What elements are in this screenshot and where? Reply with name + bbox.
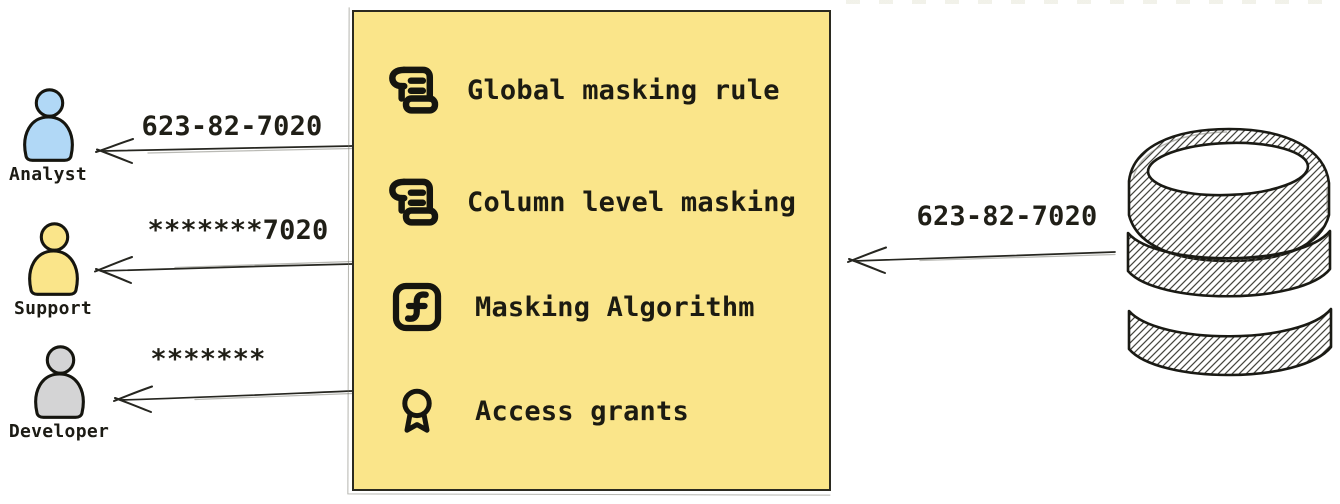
arrow-to-support <box>94 256 353 284</box>
analyst-user-icon <box>23 88 74 162</box>
box-item-column-level-masking: Column level masking <box>382 171 796 233</box>
persona-label-developer: Developer <box>8 421 110 442</box>
masked-value-support: *******7020 <box>147 215 329 246</box>
box-item-label: Masking Algorithm <box>475 291 755 323</box>
persona-support: Support <box>0 220 115 319</box>
scroll-text-icon <box>389 178 439 226</box>
function-square-icon <box>392 282 442 332</box>
masked-value-developer: ******* <box>150 344 266 375</box>
box-item-label: Access grants <box>475 395 689 427</box>
scroll-text-icon <box>389 66 439 114</box>
arrow-from-database <box>847 246 1116 274</box>
dashed-guide-line <box>846 0 1340 4</box>
persona-analyst: Analyst <box>0 86 110 185</box>
support-user-icon <box>28 222 79 296</box>
box-item-access-grants: Access grants <box>393 372 689 450</box>
raw-value-from-database: 623-82-7020 <box>916 201 1098 232</box>
box-item-label: Global masking rule <box>467 74 780 106</box>
box-item-masking-algorithm: Masking Algorithm <box>387 276 755 338</box>
masked-value-analyst: 623-82-7020 <box>141 111 323 142</box>
database-cylinder-icon <box>1126 127 1333 377</box>
arrow-to-analyst <box>95 138 353 164</box>
masking-rules-box: Global masking rule Column level masking… <box>352 10 831 491</box>
persona-label-analyst: Analyst <box>9 164 87 185</box>
award-icon <box>402 388 432 433</box>
box-item-global-masking-rule: Global masking rule <box>382 59 780 121</box>
persona-label-support: Support <box>14 298 92 319</box>
box-item-label: Column level masking <box>467 186 797 218</box>
developer-user-icon <box>34 345 85 419</box>
persona-developer: Developer <box>0 343 121 442</box>
arrow-to-developer <box>113 385 353 413</box>
